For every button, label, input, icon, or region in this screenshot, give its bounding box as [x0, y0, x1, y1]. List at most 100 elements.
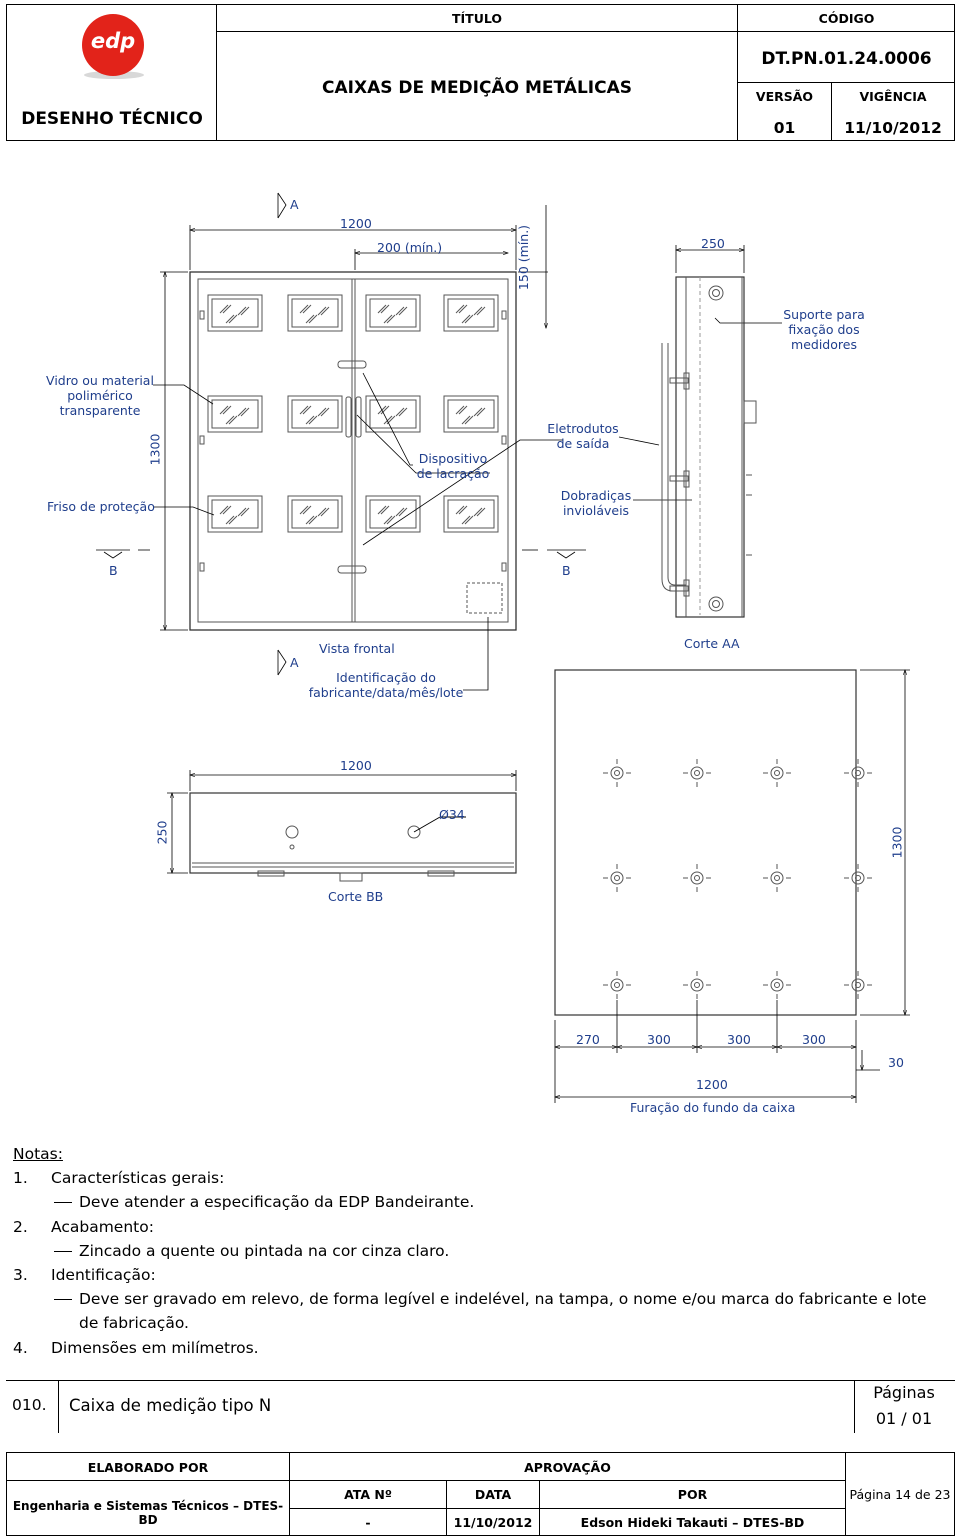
leader-lines — [153, 317, 782, 691]
note-sub-item: Deve ser gravado em relevo, de forma leg… — [13, 1287, 953, 1311]
meter-window — [207, 495, 263, 533]
section-b-right: B — [562, 563, 571, 578]
note-sub-item: Zincado a quente ou pintada na cor cinza… — [13, 1239, 953, 1263]
meter-windows — [207, 294, 499, 533]
label-eletrodutos: Eletrodutos de saída — [547, 421, 619, 451]
mounting-hole — [683, 864, 711, 892]
dim-1200-bb: 1200 — [340, 758, 372, 773]
ata-label: ATA Nº — [344, 1487, 392, 1502]
meter-window — [287, 395, 343, 433]
version-label: VERSÃO — [755, 89, 814, 104]
dim-34: Ø34 — [439, 807, 465, 822]
approved-by-value: Edson Hideki Takauti – DTES-BD — [580, 1515, 805, 1530]
view-corte-aa-label: Corte AA — [684, 636, 740, 651]
code-column: CÓDIGO DT.PN.01.24.0006 VERSÃO VIGÊNCIA … — [738, 5, 955, 141]
meter-window — [443, 294, 499, 332]
title-block: edp DESENHO TÉCNICO TÍTULO CAIXAS DE MED… — [6, 4, 955, 141]
approval-label: APROVAÇÃO — [524, 1460, 611, 1475]
title-label: TÍTULO — [452, 11, 502, 26]
label-identificacao: Identificação do fabricante/data/mês/lot… — [308, 670, 464, 700]
section-a-mark-top: A — [290, 197, 299, 212]
label-dobradicas: Dobradiças invioláveis — [560, 488, 632, 518]
dim-300-a: 300 — [647, 1032, 671, 1047]
label-friso: Friso de proteção — [47, 499, 155, 514]
prepared-by-value: Engenharia e Sistemas Técnicos – DTES-BD — [12, 1499, 284, 1527]
note-item: 3.Identificação: — [13, 1266, 156, 1285]
back-panel-dimensions — [555, 670, 910, 1103]
edp-logo-circle — [82, 14, 144, 76]
dim-200-min: 200 (mín.) — [377, 240, 443, 255]
front-view — [189, 271, 517, 631]
technical-drawing: A 1200 200 (mín.) 150 (mín.) 250 1300 Su… — [0, 145, 960, 1125]
section-name: Caixa de medição tipo N — [69, 1396, 272, 1415]
view-corte-bb-label: Corte BB — [328, 889, 384, 904]
meter-window — [365, 395, 421, 433]
meter-window — [443, 495, 499, 533]
title-column: TÍTULO CAIXAS DE MEDIÇÃO METÁLICAS — [217, 5, 738, 141]
validity-value: 11/10/2012 — [844, 119, 942, 137]
notes-section: Notas: 1.Características gerais: Deve at… — [13, 1142, 953, 1360]
note-item: 1.Características gerais: — [13, 1169, 225, 1188]
prepared-by-label: ELABORADO POR — [87, 1460, 209, 1475]
document-title: CAIXAS DE MEDIÇÃO METÁLICAS — [322, 78, 632, 98]
meter-window — [365, 495, 421, 533]
page-number: Página 14 de 23 — [849, 1487, 951, 1502]
section-bb-view — [189, 792, 517, 882]
meter-window — [207, 395, 263, 433]
meter-window — [443, 395, 499, 433]
code-label: CÓDIGO — [818, 11, 875, 26]
mounting-hole — [603, 759, 631, 787]
doc-type: DESENHO TÉCNICO — [21, 109, 203, 129]
mounting-hole — [603, 971, 631, 999]
mounting-hole — [683, 971, 711, 999]
meter-window — [365, 294, 421, 332]
mounting-hole — [763, 864, 791, 892]
dim-1200-top: 1200 — [340, 216, 372, 231]
side-dimensions — [676, 245, 744, 273]
dim-1300-back: 1300 — [889, 826, 905, 859]
doc-type-cell: DESENHO TÉCNICO — [7, 100, 217, 141]
document-code: DT.PN.01.24.0006 — [761, 49, 932, 69]
label-dispositivo: Dispositivo de lacração — [416, 451, 490, 481]
logo-area: edp — [7, 5, 217, 100]
note-item: 4.Dimensões em milímetros. — [13, 1338, 259, 1357]
mounting-hole — [763, 971, 791, 999]
section-band: 010. Caixa de medição tipo N Páginas 01 … — [6, 1380, 955, 1433]
section-number: 010. — [12, 1396, 47, 1414]
validity-label: VIGÊNCIA — [859, 89, 927, 104]
notes-title: Notas: — [13, 1145, 63, 1163]
label-suporte: Suporte para fixação dos medidores — [783, 307, 865, 352]
section-bb-dimensions — [167, 770, 516, 873]
dim-1300-front: 1300 — [147, 433, 163, 466]
brand-text: edp — [90, 29, 136, 53]
version-value: 01 — [773, 119, 796, 137]
mounting-hole — [844, 759, 872, 787]
mounting-hole — [603, 864, 631, 892]
note-sub-item: Deve atender a especificação da EDP Band… — [13, 1190, 953, 1214]
meter-window — [207, 294, 263, 332]
ata-value: - — [365, 1515, 371, 1530]
date-value: 11/10/2012 — [453, 1515, 533, 1530]
section-b-left: B — [109, 563, 118, 578]
mounting-hole — [844, 971, 872, 999]
dim-30: 30 — [888, 1055, 904, 1070]
mounting-holes — [603, 759, 872, 999]
dim-270: 270 — [576, 1032, 600, 1047]
note-item: 2.Acabamento: — [13, 1217, 154, 1236]
edp-logo — [82, 14, 144, 79]
by-label: POR — [677, 1487, 708, 1502]
dim-250-side: 250 — [701, 236, 725, 251]
meter-window — [287, 294, 343, 332]
dim-300-b: 300 — [727, 1032, 751, 1047]
view-front-label: Vista frontal — [319, 641, 395, 656]
mounting-hole — [683, 759, 711, 787]
back-panel-view — [554, 669, 857, 1016]
approval-block: ELABORADO POR APROVAÇÃO Engenharia e Sis… — [6, 1452, 955, 1536]
drawing-canvas — [96, 192, 910, 1103]
label-vidro: Vidro ou material polimérico transparent… — [46, 373, 154, 418]
note-sub-item-continuation: de fabricação. — [79, 1314, 189, 1333]
date-label: DATA — [474, 1487, 512, 1502]
side-view — [661, 276, 757, 618]
front-dimensions — [96, 192, 586, 676]
mounting-hole — [763, 759, 791, 787]
